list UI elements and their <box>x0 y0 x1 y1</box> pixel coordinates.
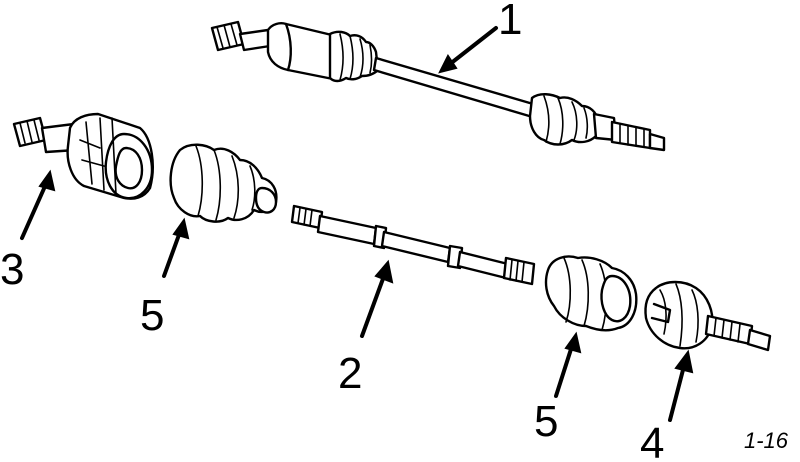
outer-cv-joint <box>644 280 772 352</box>
arrowhead-icon <box>172 217 190 240</box>
arrowhead-icon <box>374 259 394 284</box>
figure-id: 1-16 <box>744 428 789 453</box>
arrowhead-icon <box>564 331 582 354</box>
callout-2: 2 <box>338 349 362 398</box>
callout-3: 3 <box>0 245 24 294</box>
arrowhead-icon <box>674 349 694 374</box>
cv-boot-outer <box>544 255 638 332</box>
callout-4: 4 <box>640 419 664 462</box>
arrowhead-icon <box>38 169 56 192</box>
leader-arrow-2 <box>360 274 386 338</box>
leader-arrow-5-left <box>162 230 182 278</box>
complete-drive-shaft-assembly <box>210 20 666 152</box>
leader-arrow-1 <box>448 26 498 66</box>
leader-arrows <box>20 26 694 422</box>
callout-1: 1 <box>498 0 522 44</box>
callout-5-right: 5 <box>534 397 558 446</box>
cv-boot-inner <box>169 143 278 223</box>
arrowhead-icon <box>438 54 458 74</box>
inner-cv-joint-housing <box>12 112 154 200</box>
leader-arrow-5-right <box>554 344 574 398</box>
leader-arrow-3 <box>20 182 48 240</box>
leader-arrow-4 <box>668 364 686 422</box>
bare-axle-shaft <box>290 204 536 286</box>
callout-5-left: 5 <box>140 291 164 340</box>
